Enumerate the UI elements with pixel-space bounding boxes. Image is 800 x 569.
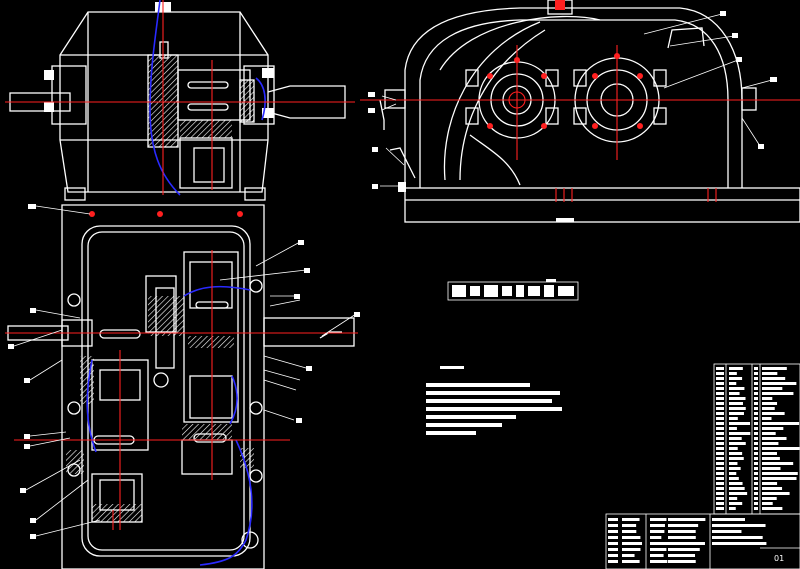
part-callouts xyxy=(8,11,777,539)
title-block: 01 xyxy=(605,513,800,569)
parts-list xyxy=(713,363,800,515)
technical-characteristics-table xyxy=(447,279,579,301)
front-section-view xyxy=(5,0,355,201)
plan-section-view xyxy=(5,204,358,569)
sheet-number: 01 xyxy=(774,554,784,563)
side-elevation-view xyxy=(360,0,800,223)
technical-requirements-notes xyxy=(426,366,562,435)
